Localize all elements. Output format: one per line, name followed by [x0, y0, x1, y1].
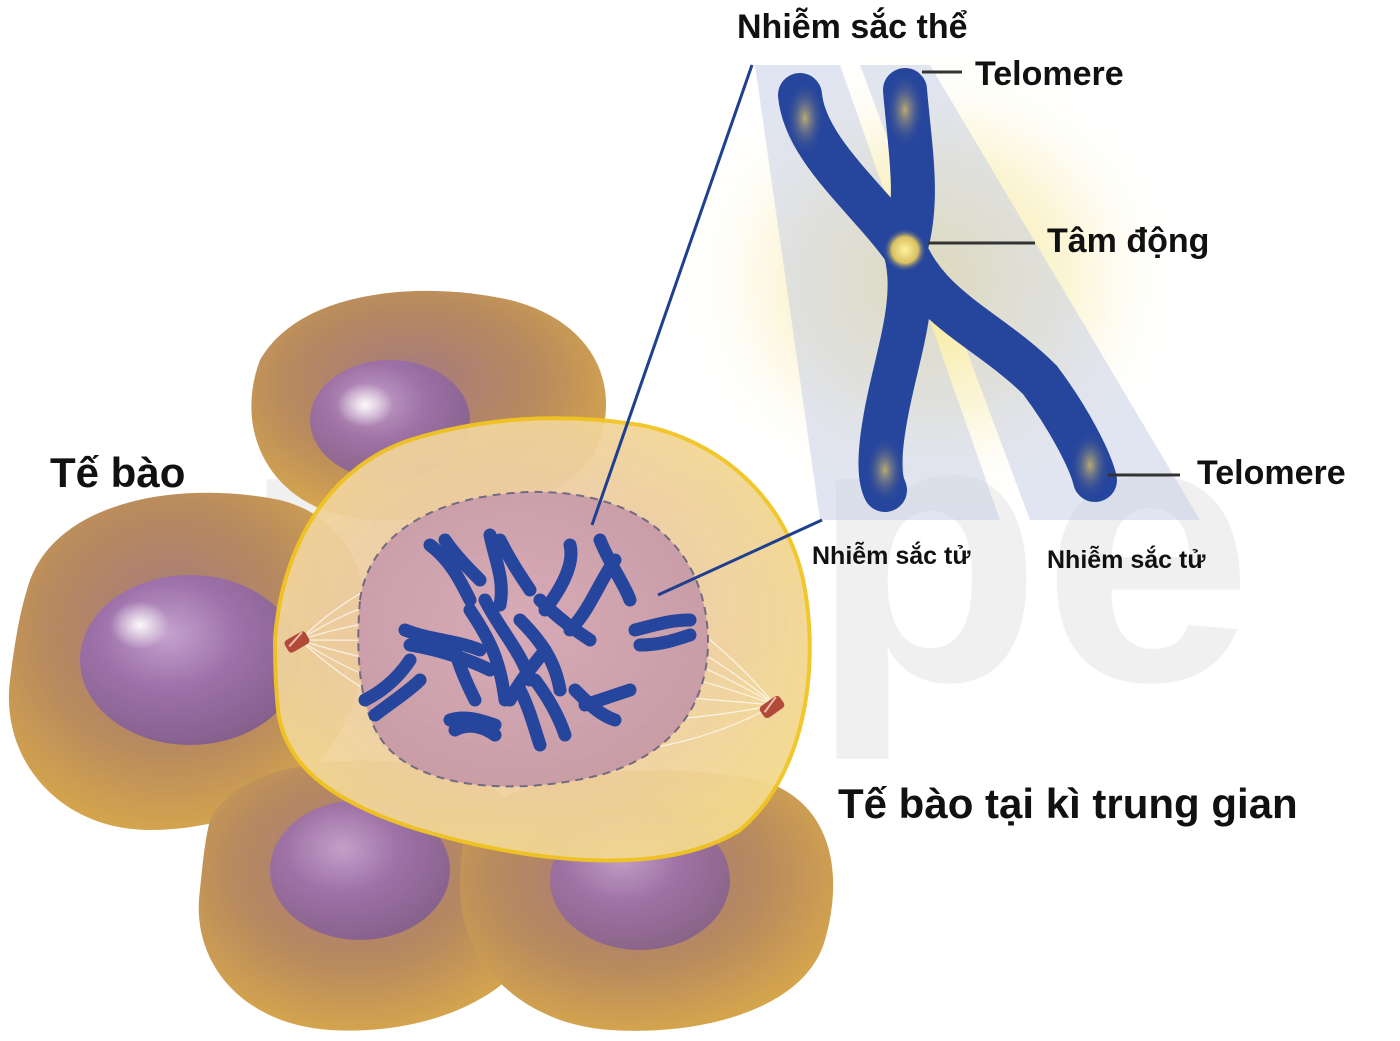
label-centromere: Tâm động: [1047, 224, 1209, 258]
centromere: [883, 228, 927, 272]
telomere-bottom-right-glow: [1070, 431, 1110, 499]
label-cell: Tế bào: [50, 452, 185, 494]
cell-top-highlight: [337, 383, 393, 427]
chromosome-enlargement: [670, 40, 1200, 520]
label-interphase-cell: Tế bào tại kì trung gian: [838, 783, 1298, 825]
telomere-top-left-glow: [785, 80, 825, 156]
interphase-cell: [275, 418, 810, 860]
label-chromosome: Nhiễm sắc thể: [737, 10, 968, 44]
cell-left-highlight: [110, 601, 170, 649]
label-telomere-bottom: Telomere: [1197, 456, 1346, 490]
label-chromatid-right: Nhiễm sắc tử: [1047, 548, 1205, 573]
label-chromatid-left: Nhiễm sắc tử: [812, 544, 970, 569]
cell-left-nucleus: [80, 575, 300, 745]
telomere-bottom-left-glow: [865, 436, 905, 504]
telomere-top-right-glow: [885, 72, 925, 148]
label-telomere-top: Telomere: [975, 57, 1124, 91]
